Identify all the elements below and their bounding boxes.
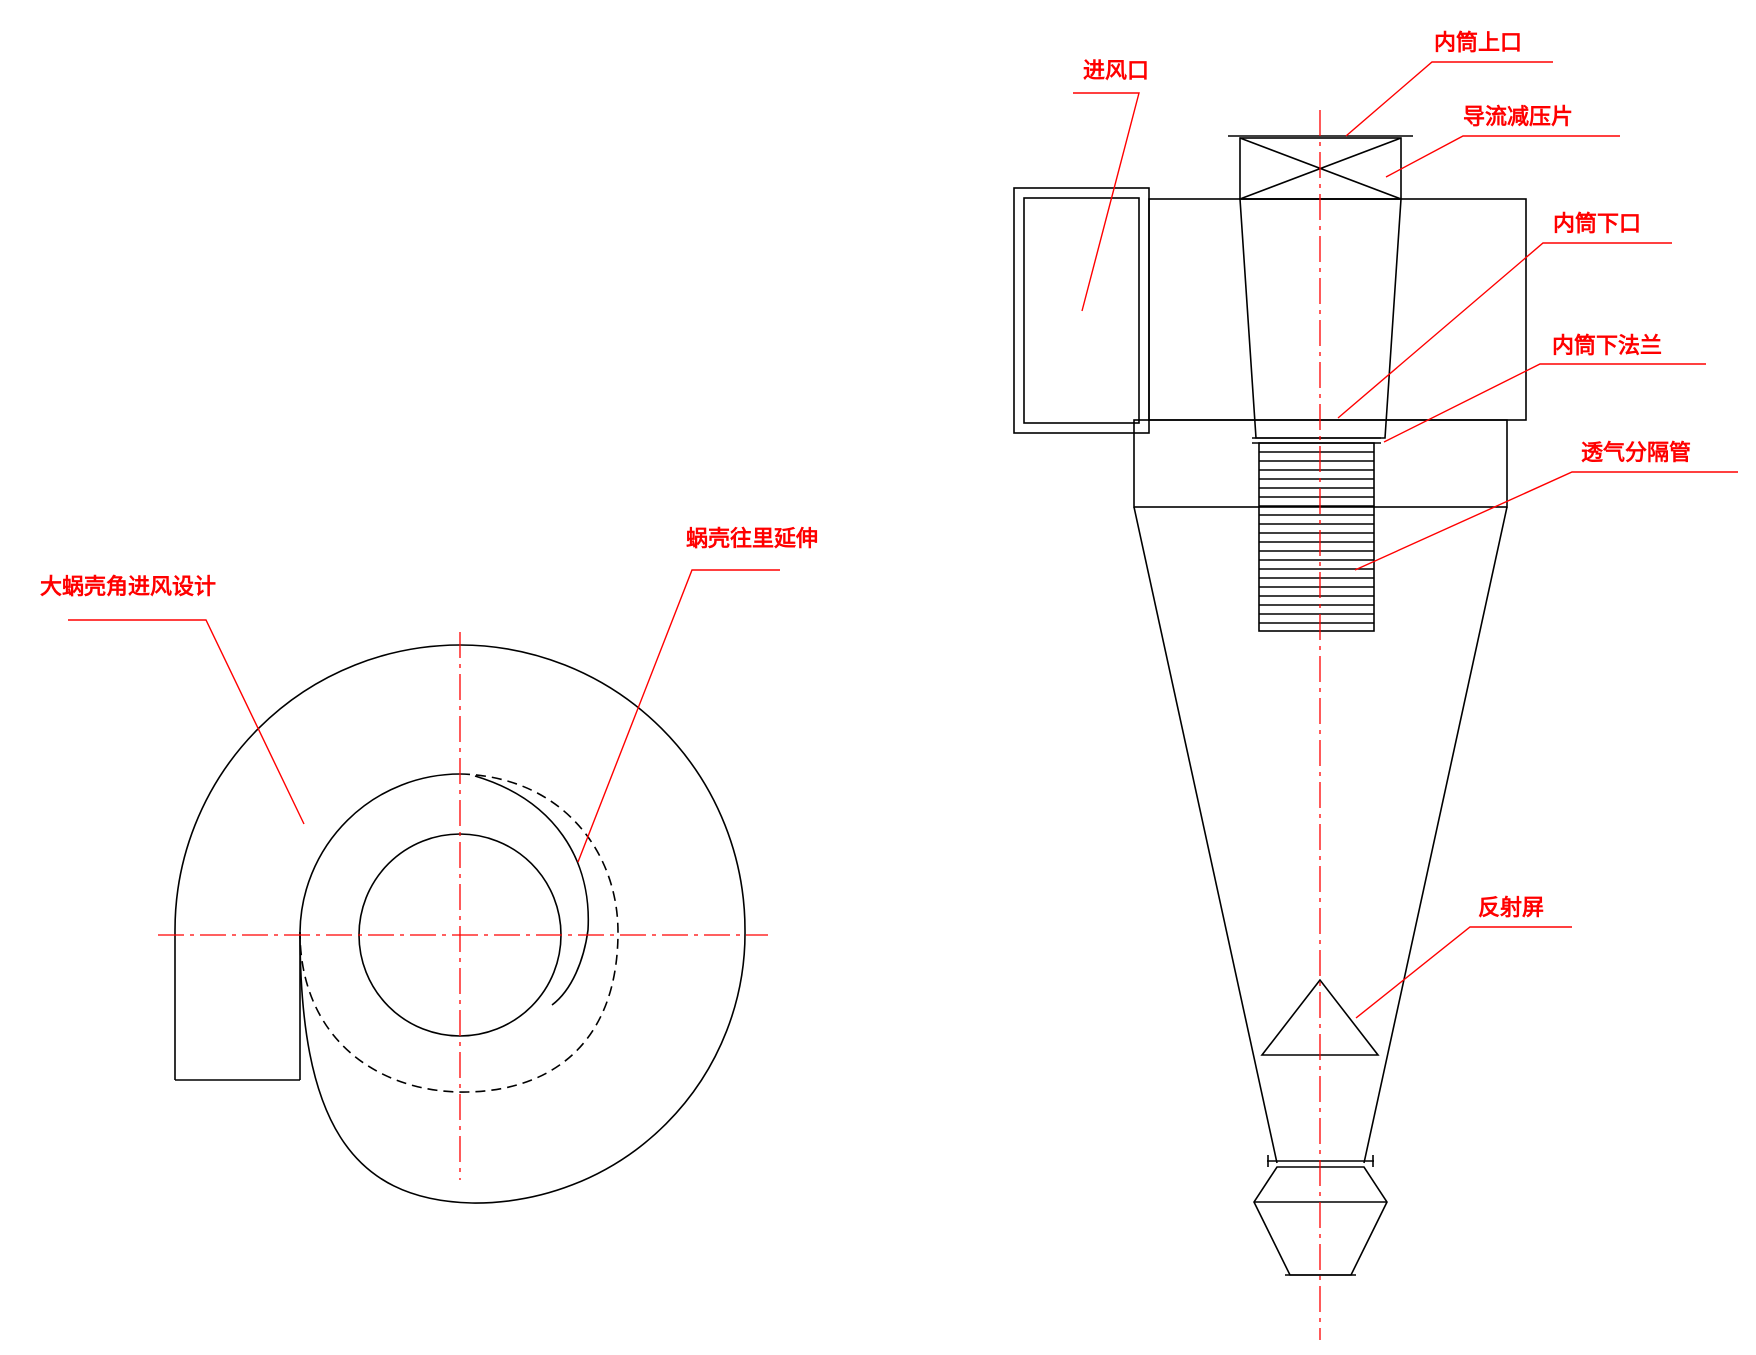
label-inner-tube-flange: 内筒下法兰 — [1552, 333, 1662, 359]
label-air-inlet: 进风口 — [1083, 59, 1149, 84]
label-guide-plate: 导流减压片 — [1463, 104, 1573, 130]
left-annotations: 大蜗壳角进风设计 蜗壳往里延伸 — [40, 526, 818, 863]
label-separator-tube: 透气分隔管 — [1581, 440, 1691, 466]
inlet-duct-inner — [1023, 197, 1140, 424]
label-inner-tube-top: 内筒上口 — [1434, 30, 1522, 56]
leader-inner-tube-bottom — [1337, 242, 1672, 419]
leader-reflector — [1355, 926, 1572, 1019]
label-inner-tube-bottom: 内筒下口 — [1553, 211, 1641, 237]
label-volute-extend: 蜗壳往里延伸 — [686, 526, 818, 552]
volute-outer-wall — [174, 644, 746, 1204]
leader-big-volute-inlet — [68, 619, 305, 825]
leader-separator-tube — [1354, 471, 1738, 571]
label-big-volute-inlet: 大蜗壳角进风设计 — [40, 574, 216, 600]
leader-inner-tube-flange — [1383, 363, 1706, 443]
volute-tongue — [474, 775, 590, 1006]
volute-top-view — [158, 632, 768, 1204]
cone-left-wall — [1133, 506, 1278, 1164]
breathable-separator-tube — [1258, 442, 1375, 632]
leader-inner-tube-top — [1345, 61, 1553, 137]
separator-tube-outline — [1258, 442, 1375, 632]
extended-volute-dashed — [299, 773, 619, 1093]
upper-cylinder — [1148, 198, 1527, 421]
leader-volute-extend — [577, 569, 780, 863]
label-reflector: 反射屏 — [1478, 895, 1544, 921]
leader-air-inlet — [1073, 92, 1140, 312]
inner-tapered-tube — [1239, 198, 1402, 439]
cyclone-side-view — [1013, 110, 1527, 1340]
leader-guide-plate — [1385, 135, 1620, 178]
right-annotations: 进风口 内筒上口 导流减压片 内筒下口 内筒下法兰 透气分隔管 反射屏 — [1073, 30, 1738, 1019]
inner-body-arc — [299, 773, 461, 933]
cone-right-wall — [1363, 506, 1508, 1164]
